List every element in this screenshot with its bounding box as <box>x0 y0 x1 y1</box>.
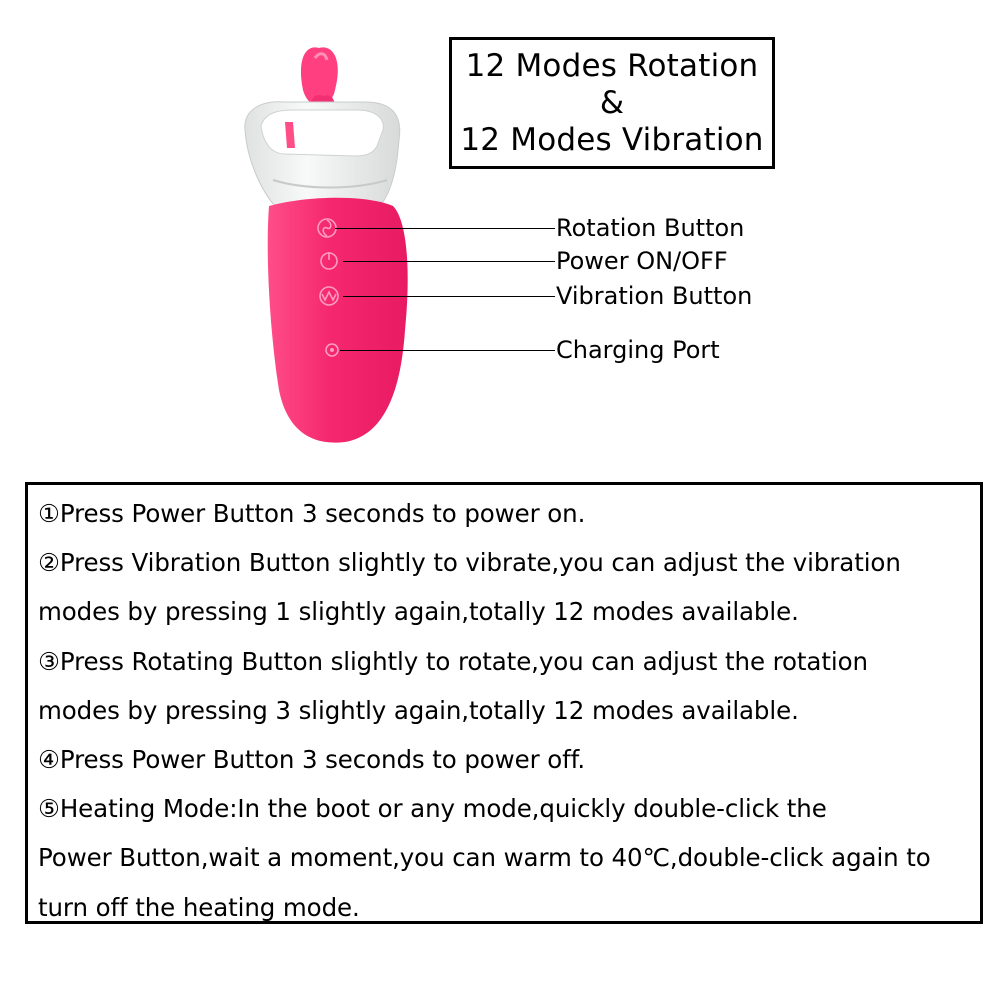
instruction-line: ⑤Heating Mode:In the boot or any mode,qu… <box>38 794 827 824</box>
title-line: & <box>599 84 625 121</box>
instruction-line: Power Button,wait a moment,you can warm … <box>38 843 931 873</box>
callout-label-vibration: Vibration Button <box>556 282 753 310</box>
title-box: 12 Modes Rotation & 12 Modes Vibration <box>449 37 775 169</box>
instruction-line: turn off the heating mode. <box>38 892 360 922</box>
instructions-box: ①Press Power Button 3 seconds to power o… <box>25 482 983 924</box>
callout-label-power: Power ON/OFF <box>556 247 728 275</box>
instruction-line: ③Press Rotating Button slightly to rotat… <box>38 646 868 676</box>
callout-line <box>343 296 555 297</box>
title-line: 12 Modes Rotation <box>465 47 759 84</box>
callout-label-charging: Charging Port <box>556 336 720 364</box>
callout-line <box>335 228 555 229</box>
power-icon <box>320 252 338 270</box>
instruction-line: ②Press Vibration Button slightly to vibr… <box>38 548 901 578</box>
instruction-line: modes by pressing 3 slightly again,total… <box>38 695 799 725</box>
device-pink-body <box>267 197 408 443</box>
wave-icon <box>319 286 339 306</box>
callout-label-rotation: Rotation Button <box>556 214 745 242</box>
instruction-line: modes by pressing 1 slightly again,total… <box>38 597 799 627</box>
callout-line <box>343 261 555 262</box>
title-line: 12 Modes Vibration <box>460 121 764 158</box>
product-image <box>244 47 408 443</box>
charging-port-icon <box>325 343 339 357</box>
instruction-line: ①Press Power Button 3 seconds to power o… <box>38 499 586 528</box>
callout-line <box>340 350 555 351</box>
instruction-line: ④Press Power Button 3 seconds to power o… <box>38 745 586 775</box>
